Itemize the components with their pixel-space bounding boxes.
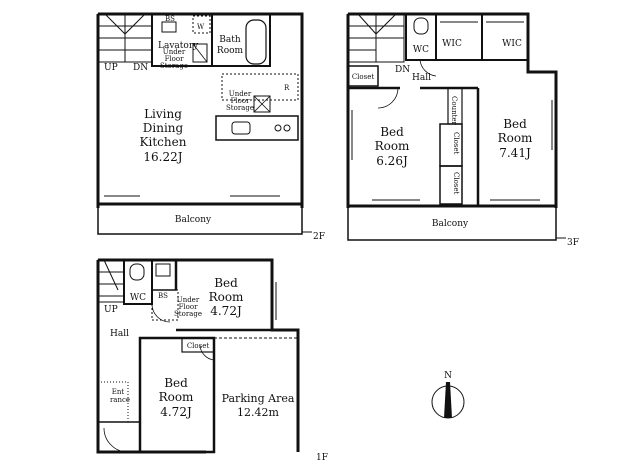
- parking-name: Parking Area: [222, 392, 295, 405]
- washbasin-1f-icon: [155, 263, 171, 277]
- compass: N: [431, 371, 465, 419]
- kitchen-counter: [215, 115, 299, 141]
- wc-3f-label: WC: [413, 45, 429, 55]
- stairs-down-label: DN: [133, 63, 148, 73]
- under-floor-1f-3: Storage: [174, 310, 202, 318]
- closet-mid-label: Closet: [452, 132, 460, 155]
- balcony-2f-label: Balcony: [175, 215, 212, 225]
- washbasin-icon: [161, 21, 177, 33]
- hall-3f-label: Hall: [412, 73, 431, 83]
- counter-label: Counter: [450, 96, 458, 126]
- wc-1f-label: WC: [130, 293, 146, 303]
- north-arrow-icon: [444, 382, 452, 418]
- stove-icon: [274, 124, 282, 132]
- toilet-1f-icon: [129, 263, 145, 281]
- floor-1f-label: 1F: [316, 453, 328, 463]
- bs-label: BS: [165, 15, 175, 23]
- under-floor-lav-1: Under: [163, 48, 186, 56]
- closet-1f-label: Closet: [187, 342, 210, 350]
- floor-3f-stairs: [347, 13, 405, 63]
- bed1-name-1: Bed: [380, 125, 404, 139]
- under-floor-mid-3: Storage: [226, 104, 254, 112]
- floor-1f-outer-wall: [96, 258, 300, 454]
- floor-2f-outer-wall: [96, 12, 304, 208]
- bath-label-1: Bath: [219, 35, 241, 45]
- closet-low-label: Closet: [452, 172, 460, 195]
- bed1-name-2: Room: [375, 139, 410, 153]
- under-floor-1f-1: Under: [177, 296, 200, 304]
- entrance-label-1: Ent: [112, 388, 125, 396]
- floor-2f-labels: UP DN BS W Lavatory Under Floor Storage …: [104, 15, 325, 242]
- balcony-3f-label: Balcony: [432, 219, 469, 229]
- bathtub-icon: [245, 19, 267, 65]
- bed2-name-2: Room: [498, 131, 533, 145]
- wic2-label: WIC: [502, 39, 522, 49]
- under-floor-1f-2: Floor: [179, 303, 199, 311]
- sink-icon: [231, 121, 251, 135]
- ldk-size: 16.22J: [143, 150, 182, 164]
- ldk-name-1: Living: [144, 107, 182, 121]
- under-floor-lav-3: Storage: [160, 62, 188, 70]
- parking-size: 12.42m: [237, 406, 279, 419]
- bs-1f-label: BS: [158, 292, 168, 300]
- washer-label: W: [197, 23, 205, 31]
- floor-1f: [96, 258, 300, 454]
- refrigerator-label: R: [284, 84, 290, 92]
- hall-1f-label: Hall: [110, 329, 129, 339]
- lavatory-label: Lavatory: [158, 41, 199, 51]
- toilet-icon: [413, 17, 429, 35]
- under-floor-lav-2: Floor: [165, 55, 185, 63]
- stairs-up-label: UP: [104, 63, 118, 73]
- bed2-size: 7.41J: [499, 146, 531, 160]
- under-floor-mid-2: Floor: [231, 97, 251, 105]
- bed-lower-size: 4.72J: [160, 405, 192, 419]
- bed1-size: 6.26J: [376, 154, 408, 168]
- floor-2f-label: 2F: [313, 232, 325, 242]
- under-floor-mid-1: Under: [229, 90, 252, 98]
- stairs-up-1f-label: UP: [104, 305, 118, 315]
- ldk-name-2: Dining: [143, 121, 184, 135]
- floor-1f-stairs: [97, 259, 125, 303]
- bed-lower-name-2: Room: [159, 390, 194, 404]
- floor-3f: [346, 12, 566, 241]
- dn-3f-label: DN: [395, 65, 410, 75]
- wic1-label: WIC: [442, 39, 462, 49]
- bed-lower-name-1: Bed: [164, 376, 188, 390]
- bed-upper-size: 4.72J: [210, 304, 242, 318]
- bed-upper-name-1: Bed: [214, 276, 238, 290]
- closet-left-label: Closet: [352, 73, 375, 81]
- compass-north-label: N: [444, 371, 452, 381]
- floor-1f-labels: UP WC BS Under Floor Storage Hall Closet…: [104, 276, 328, 463]
- bed-upper-name-2: Room: [209, 290, 244, 304]
- bath-label-2: Room: [217, 46, 244, 56]
- floor-2f-stairs: [97, 13, 153, 63]
- ldk-name-3: Kitchen: [140, 135, 187, 149]
- entrance-label-2: rance: [110, 396, 130, 404]
- floor-3f-labels: WC WIC WIC Closet DN Hall Counter Closet…: [352, 39, 579, 248]
- bed2-name-1: Bed: [503, 117, 527, 131]
- floor-3f-label: 3F: [567, 238, 579, 248]
- floor-2f: [96, 12, 312, 235]
